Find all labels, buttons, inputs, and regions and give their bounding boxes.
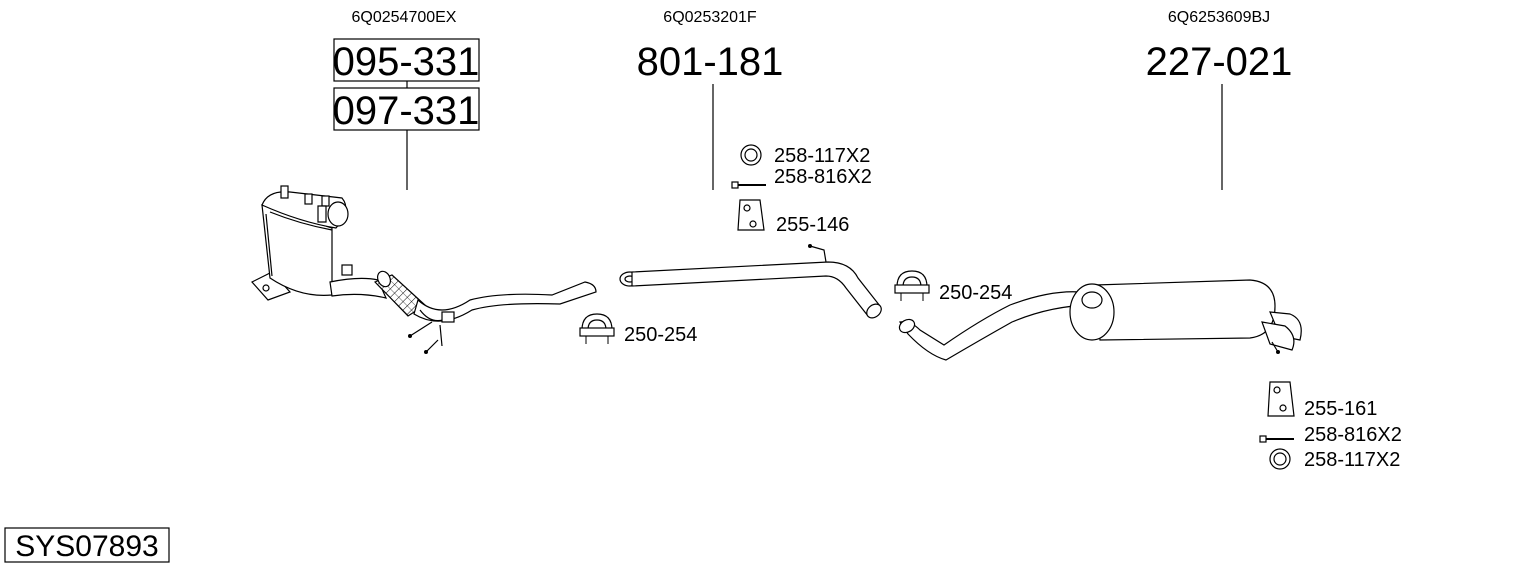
part-label-bolt-mid[interactable]: 258-816X2: [774, 166, 872, 188]
rubber-hanger-icon: [1267, 381, 1295, 417]
pipe-clamp-icon: [579, 313, 615, 344]
system-code-box: [4, 527, 170, 563]
bolt-icon: [1259, 435, 1294, 443]
part-code-box: [333, 87, 480, 131]
part-label-hanger-mid[interactable]: 255-146: [776, 214, 849, 236]
part-code-095-331[interactable]: 095-331: [333, 40, 480, 84]
middle-pipe-drawing: [619, 244, 882, 319]
part-code-box: [333, 38, 480, 82]
oem-number-rear-silencer: 6Q6253609BJ: [1168, 9, 1270, 26]
particulate-filter-drawing: [251, 185, 597, 354]
part-label-hanger-rear[interactable]: 255-161: [1304, 398, 1377, 420]
bolt-icon: [731, 181, 766, 189]
system-code: SYS07893: [15, 530, 158, 563]
ring-icon: [740, 144, 762, 166]
part-code-097-331[interactable]: 097-331: [333, 89, 480, 133]
rubber-hanger-icon: [737, 199, 765, 231]
part-label-ring-rear[interactable]: 258-117X2: [1304, 449, 1400, 471]
part-label-clamp-right[interactable]: 250-254: [939, 282, 1012, 304]
part-code-227-021[interactable]: 227-021: [1146, 40, 1293, 84]
ring-icon: [1269, 448, 1291, 470]
part-code-801-181[interactable]: 801-181: [637, 40, 784, 84]
part-label-bolt-rear[interactable]: 258-816X2: [1304, 424, 1402, 446]
oem-number-dpf: 6Q0254700EX: [352, 9, 457, 26]
part-label-ring-mid[interactable]: 258-117X2: [774, 145, 870, 167]
pipe-clamp-icon: [894, 270, 930, 301]
part-label-clamp-left[interactable]: 250-254: [624, 324, 697, 346]
oem-number-middle-pipe: 6Q0253201F: [663, 9, 757, 26]
rear-silencer-drawing: [898, 279, 1302, 361]
